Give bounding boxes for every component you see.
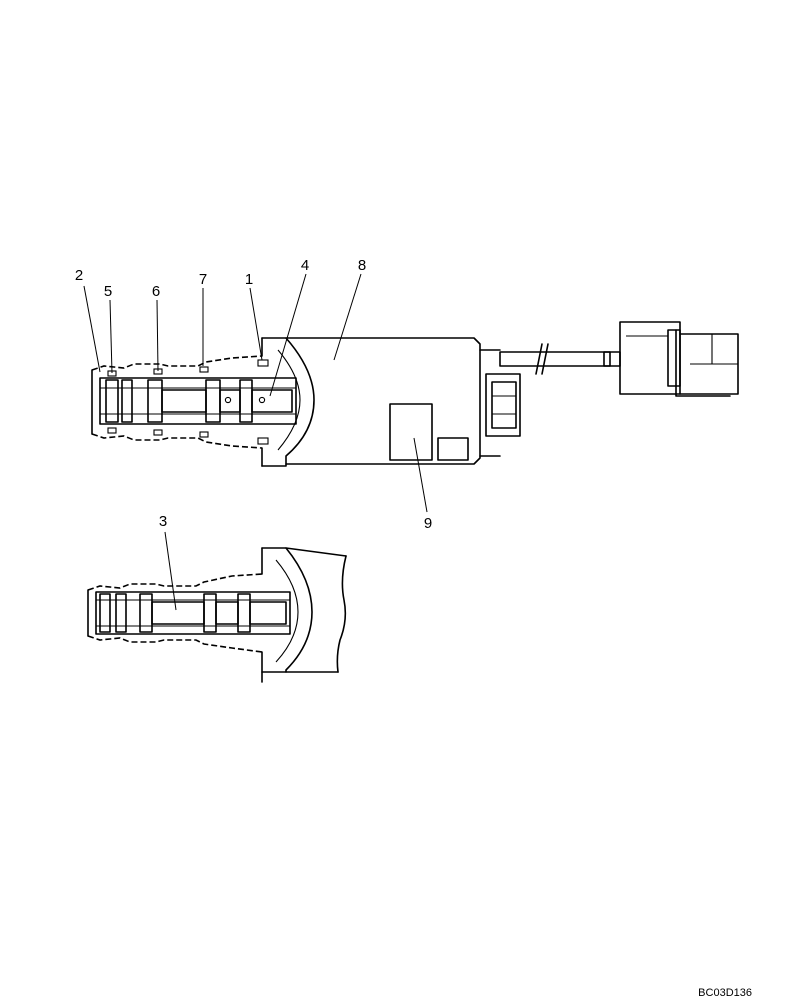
callout-3: 3 bbox=[159, 513, 167, 530]
callout-9: 9 bbox=[424, 515, 432, 532]
callout-5: 5 bbox=[104, 283, 112, 300]
solenoid-valve-assembly bbox=[91, 321, 739, 467]
callout-2: 2 bbox=[75, 267, 83, 284]
drawing-code: BC03D136 bbox=[698, 987, 752, 999]
callout-leaders bbox=[83, 273, 428, 611]
callout-4: 4 bbox=[301, 257, 309, 274]
valve-housing bbox=[261, 337, 315, 467]
cartridge-detail-view bbox=[87, 547, 347, 683]
callout-7: 7 bbox=[199, 271, 207, 288]
callout-8: 8 bbox=[358, 257, 366, 274]
valve-cartridge bbox=[91, 355, 297, 449]
electrical-connector bbox=[619, 321, 739, 397]
callout-6: 6 bbox=[152, 283, 160, 300]
solenoid-coil-body bbox=[285, 337, 501, 465]
callout-labels: 2 5 6 7 1 4 8 9 3 bbox=[75, 257, 432, 532]
coil-end-nut bbox=[485, 373, 521, 437]
callout-1: 1 bbox=[245, 271, 253, 288]
wire-lead bbox=[499, 343, 621, 375]
